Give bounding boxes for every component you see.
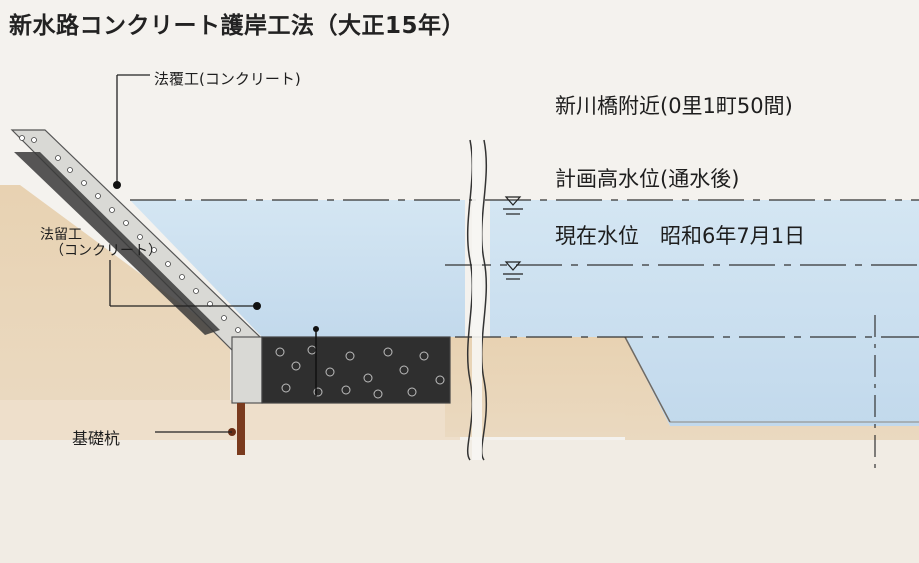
foundation-aggregate: [275, 345, 445, 399]
foundation-depth-dot: [313, 326, 319, 332]
current-level-symbol: [503, 261, 523, 280]
slope-cover-label: 法覆工(コンクリート): [154, 70, 301, 88]
break-line-left: [466, 139, 474, 461]
location-label: 新川橋附近(0里1町50間): [555, 94, 793, 118]
break-line-right: [480, 139, 488, 461]
foundation-block: [261, 336, 451, 404]
current-water-level-label: 現在水位 昭和6年7月1日: [555, 224, 806, 248]
slope-stop-label-line2: （コンクリート）: [50, 243, 162, 259]
left-bank-soil: [0, 185, 230, 400]
break-gap: [472, 140, 482, 460]
page-title: 新水路コンクリート護岸工法（大正15年）: [9, 13, 466, 39]
planned-level-symbol: [503, 196, 523, 215]
slope-stop-label-line1: 法留工: [40, 227, 82, 243]
lower-ground-fade: [0, 440, 919, 563]
water-body-right: [490, 200, 919, 426]
slope-aggregate-fill: [14, 152, 220, 335]
planned-water-level-label: 計画高水位(通水後): [555, 167, 740, 191]
slope-stop-dot: [253, 302, 261, 310]
toe-block: [231, 336, 263, 404]
riverbed-soil-right: [625, 337, 919, 440]
slope-cover-dot: [113, 181, 121, 189]
slope-holes: [19, 135, 241, 333]
water-body-left: [130, 200, 465, 337]
riverbed-slope-line: [624, 336, 671, 423]
foundation-pile-label: 基礎杭: [72, 429, 121, 448]
foundation-pile: [237, 403, 245, 455]
